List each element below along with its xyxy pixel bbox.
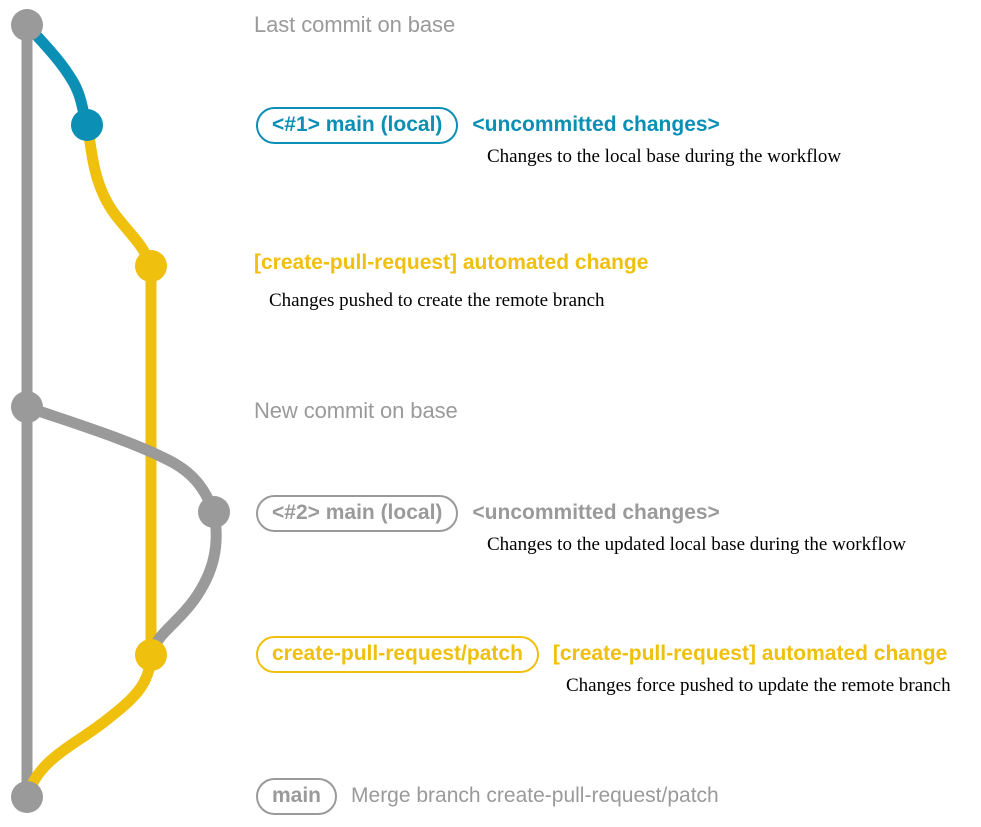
row-new-commit-on-base: New commit on base	[254, 398, 458, 424]
row-local-2: <#2> main (local) <uncommitted changes>	[256, 495, 720, 533]
message-uncommitted-changes-2: <uncommitted changes>	[472, 501, 720, 524]
row-last-commit-on-base: Last commit on base	[254, 12, 455, 38]
description-local-2: Changes to the updated local base during…	[487, 534, 906, 555]
edge-local2-to-patch2	[145, 506, 222, 661]
headline-new-commit-on-base: New commit on base	[254, 398, 458, 423]
badge-create-pull-request-patch[interactable]: create-pull-request/patch	[256, 636, 539, 674]
message-uncommitted-changes-1: <uncommitted changes>	[472, 113, 720, 136]
description-automated-change-2: Changes force pushed to update the remot…	[566, 675, 951, 696]
node-base-head	[11, 9, 43, 41]
edge-patch2-to-merge	[21, 649, 157, 803]
headline-last-commit-on-base: Last commit on base	[254, 12, 456, 37]
description-automated-change-1: Changes pushed to create the remote bran…	[269, 290, 605, 311]
row-local-1: <#1> main (local) <uncommitted changes>	[256, 107, 720, 145]
commit-nodes	[11, 9, 230, 813]
description-local-1: Changes to the local base during the wor…	[487, 146, 842, 167]
message-automated-change-2: [create-pull-request] automated change	[552, 642, 948, 665]
message-automated-change-1: [create-pull-request] automated change	[254, 251, 649, 274]
node-patch-1	[135, 250, 167, 282]
message-merge-branch: Merge branch create-pull-request/patch	[351, 784, 719, 807]
row-automated-change-1: [create-pull-request] automated change	[254, 251, 649, 274]
node-base-new	[11, 391, 43, 423]
edge-local1-to-patch1	[81, 119, 157, 272]
edge-base-to-local1	[21, 19, 93, 131]
edge-basenew-to-local2	[21, 401, 220, 518]
node-merge	[11, 781, 43, 813]
badge-main-local-1[interactable]: <#1> main (local)	[256, 107, 459, 145]
row-merge-commit: main Merge branch create-pull-request/pa…	[256, 778, 719, 816]
node-local-1	[71, 109, 103, 141]
row-automated-change-2: create-pull-request/patch [create-pull-r…	[256, 636, 948, 674]
node-local-2	[198, 496, 230, 528]
badge-main[interactable]: main	[256, 778, 338, 816]
badge-main-local-2[interactable]: <#2> main (local)	[256, 495, 459, 533]
node-patch-2	[135, 639, 167, 671]
